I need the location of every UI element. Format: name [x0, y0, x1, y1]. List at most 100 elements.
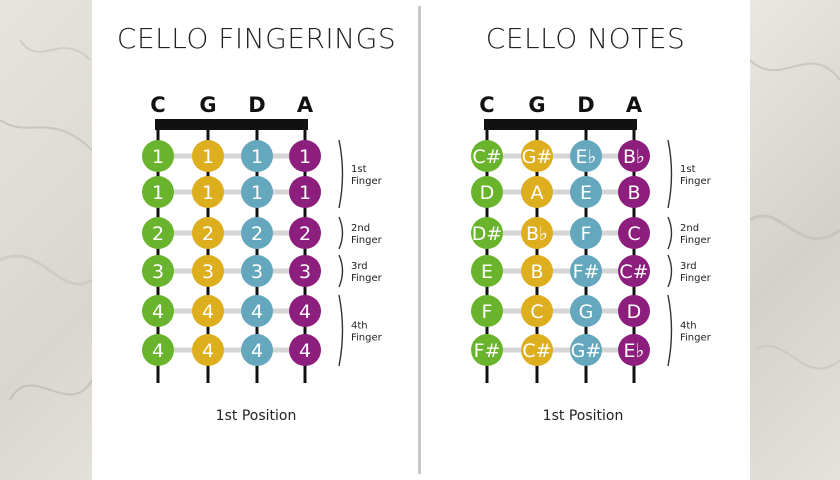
note-dot: 1: [142, 140, 174, 172]
note-dot: G#: [570, 334, 602, 366]
finger-group-ordinal: 2nd: [351, 223, 370, 234]
note-dot-circle: [192, 140, 224, 172]
note-dot: 4: [289, 295, 321, 327]
note-dot-label: 4: [299, 301, 311, 323]
note-dot-circle: [289, 217, 321, 249]
note-dot: 4: [192, 295, 224, 327]
note-dot-circle: [618, 295, 650, 327]
note-dot: F: [471, 295, 503, 327]
note-dot-label: 3: [299, 261, 311, 283]
note-dot-circle: [471, 255, 503, 287]
finger-group-ordinal: 4th: [351, 321, 368, 332]
note-dot-label: F: [581, 223, 592, 245]
note-dot-label: C#: [619, 261, 648, 283]
note-dot-label: 3: [251, 261, 263, 283]
note-dot-label: 1: [251, 146, 263, 168]
finger-group-word: Finger: [680, 333, 712, 344]
note-dot-label: F#: [474, 340, 501, 362]
note-dot-circle: [192, 334, 224, 366]
note-dot: F#: [471, 334, 503, 366]
note-dot-circle: [192, 176, 224, 208]
note-dot: 4: [142, 334, 174, 366]
note-dot: 1: [192, 176, 224, 208]
note-dot-circle: [289, 295, 321, 327]
note-dot-circle: [142, 295, 174, 327]
finger-bracket: [667, 139, 673, 209]
note-dot-label: D: [480, 182, 495, 204]
note-dot: B: [618, 176, 650, 208]
note-dot-label: C#: [522, 340, 551, 362]
note-dot-circle: [192, 255, 224, 287]
string-label-a: A: [297, 93, 314, 117]
note-dot-label: 1: [251, 182, 263, 204]
panel-divider: [418, 6, 421, 474]
note-dot: 1: [289, 140, 321, 172]
marble-texture-right: [750, 59, 840, 370]
note-dot-label: 4: [251, 340, 263, 362]
note-dot: E: [471, 255, 503, 287]
note-dot: G#: [521, 140, 553, 172]
note-dot: B♭: [618, 140, 650, 172]
note-dot: D: [618, 295, 650, 327]
note-dot: 3: [289, 255, 321, 287]
note-dot-circle: [618, 217, 650, 249]
note-dot-label: E: [481, 261, 493, 283]
note-dot: B: [521, 255, 553, 287]
note-dot-circle: [192, 217, 224, 249]
note-dot-label: G: [579, 301, 594, 323]
finger-group-word: Finger: [351, 333, 383, 344]
note-dot-circle: [521, 334, 553, 366]
note-dot: 4: [192, 334, 224, 366]
note-dot-label: 2: [202, 223, 214, 245]
note-dot: 3: [241, 255, 273, 287]
note-dot-circle: [570, 217, 602, 249]
note-dot: C: [521, 295, 553, 327]
finger-bracket: [338, 216, 344, 250]
note-dot-circle: [241, 176, 273, 208]
note-dot-label: 4: [202, 340, 214, 362]
finger-group-ordinal: 1st: [351, 164, 367, 175]
note-dot: C#: [521, 334, 553, 366]
note-dot: C#: [618, 255, 650, 287]
note-dot-circle: [521, 140, 553, 172]
finger-group-word: Finger: [351, 273, 383, 284]
note-dot-label: B♭: [526, 223, 548, 245]
note-dot-circle: [570, 176, 602, 208]
note-dot-circle: [289, 176, 321, 208]
note-dot-label: B: [530, 261, 543, 283]
note-dot-circle: [618, 255, 650, 287]
note-dot-circle: [471, 217, 503, 249]
note-dot: 4: [241, 295, 273, 327]
note-dot: 3: [192, 255, 224, 287]
note-dot: 1: [142, 176, 174, 208]
note-dot-circle: [570, 140, 602, 172]
note-dot: A: [521, 176, 553, 208]
note-dot-circle: [618, 140, 650, 172]
note-dot-label: 4: [299, 340, 311, 362]
note-dot-circle: [570, 255, 602, 287]
note-dot: E: [570, 176, 602, 208]
note-dot-label: 4: [202, 301, 214, 323]
note-dot: E♭: [618, 334, 650, 366]
note-dot-circle: [618, 176, 650, 208]
string-label-d: D: [248, 93, 265, 117]
note-dot-circle: [521, 217, 553, 249]
finger-group-ordinal: 3rd: [351, 261, 368, 272]
note-dot: E♭: [570, 140, 602, 172]
note-dot-label: 1: [299, 182, 311, 204]
note-dot: C: [618, 217, 650, 249]
note-dot: 2: [241, 217, 273, 249]
note-dot-label: F#: [573, 261, 600, 283]
note-dot: B♭: [521, 217, 553, 249]
note-dot-circle: [142, 217, 174, 249]
note-dot: F#: [570, 255, 602, 287]
finger-group-word: Finger: [351, 176, 383, 187]
note-dot-label: C: [530, 301, 543, 323]
note-dot-circle: [289, 334, 321, 366]
note-dot: D#: [471, 217, 503, 249]
finger-group-ordinal: 1st: [680, 164, 696, 175]
note-dot-label: F: [482, 301, 493, 323]
note-dot-circle: [570, 295, 602, 327]
